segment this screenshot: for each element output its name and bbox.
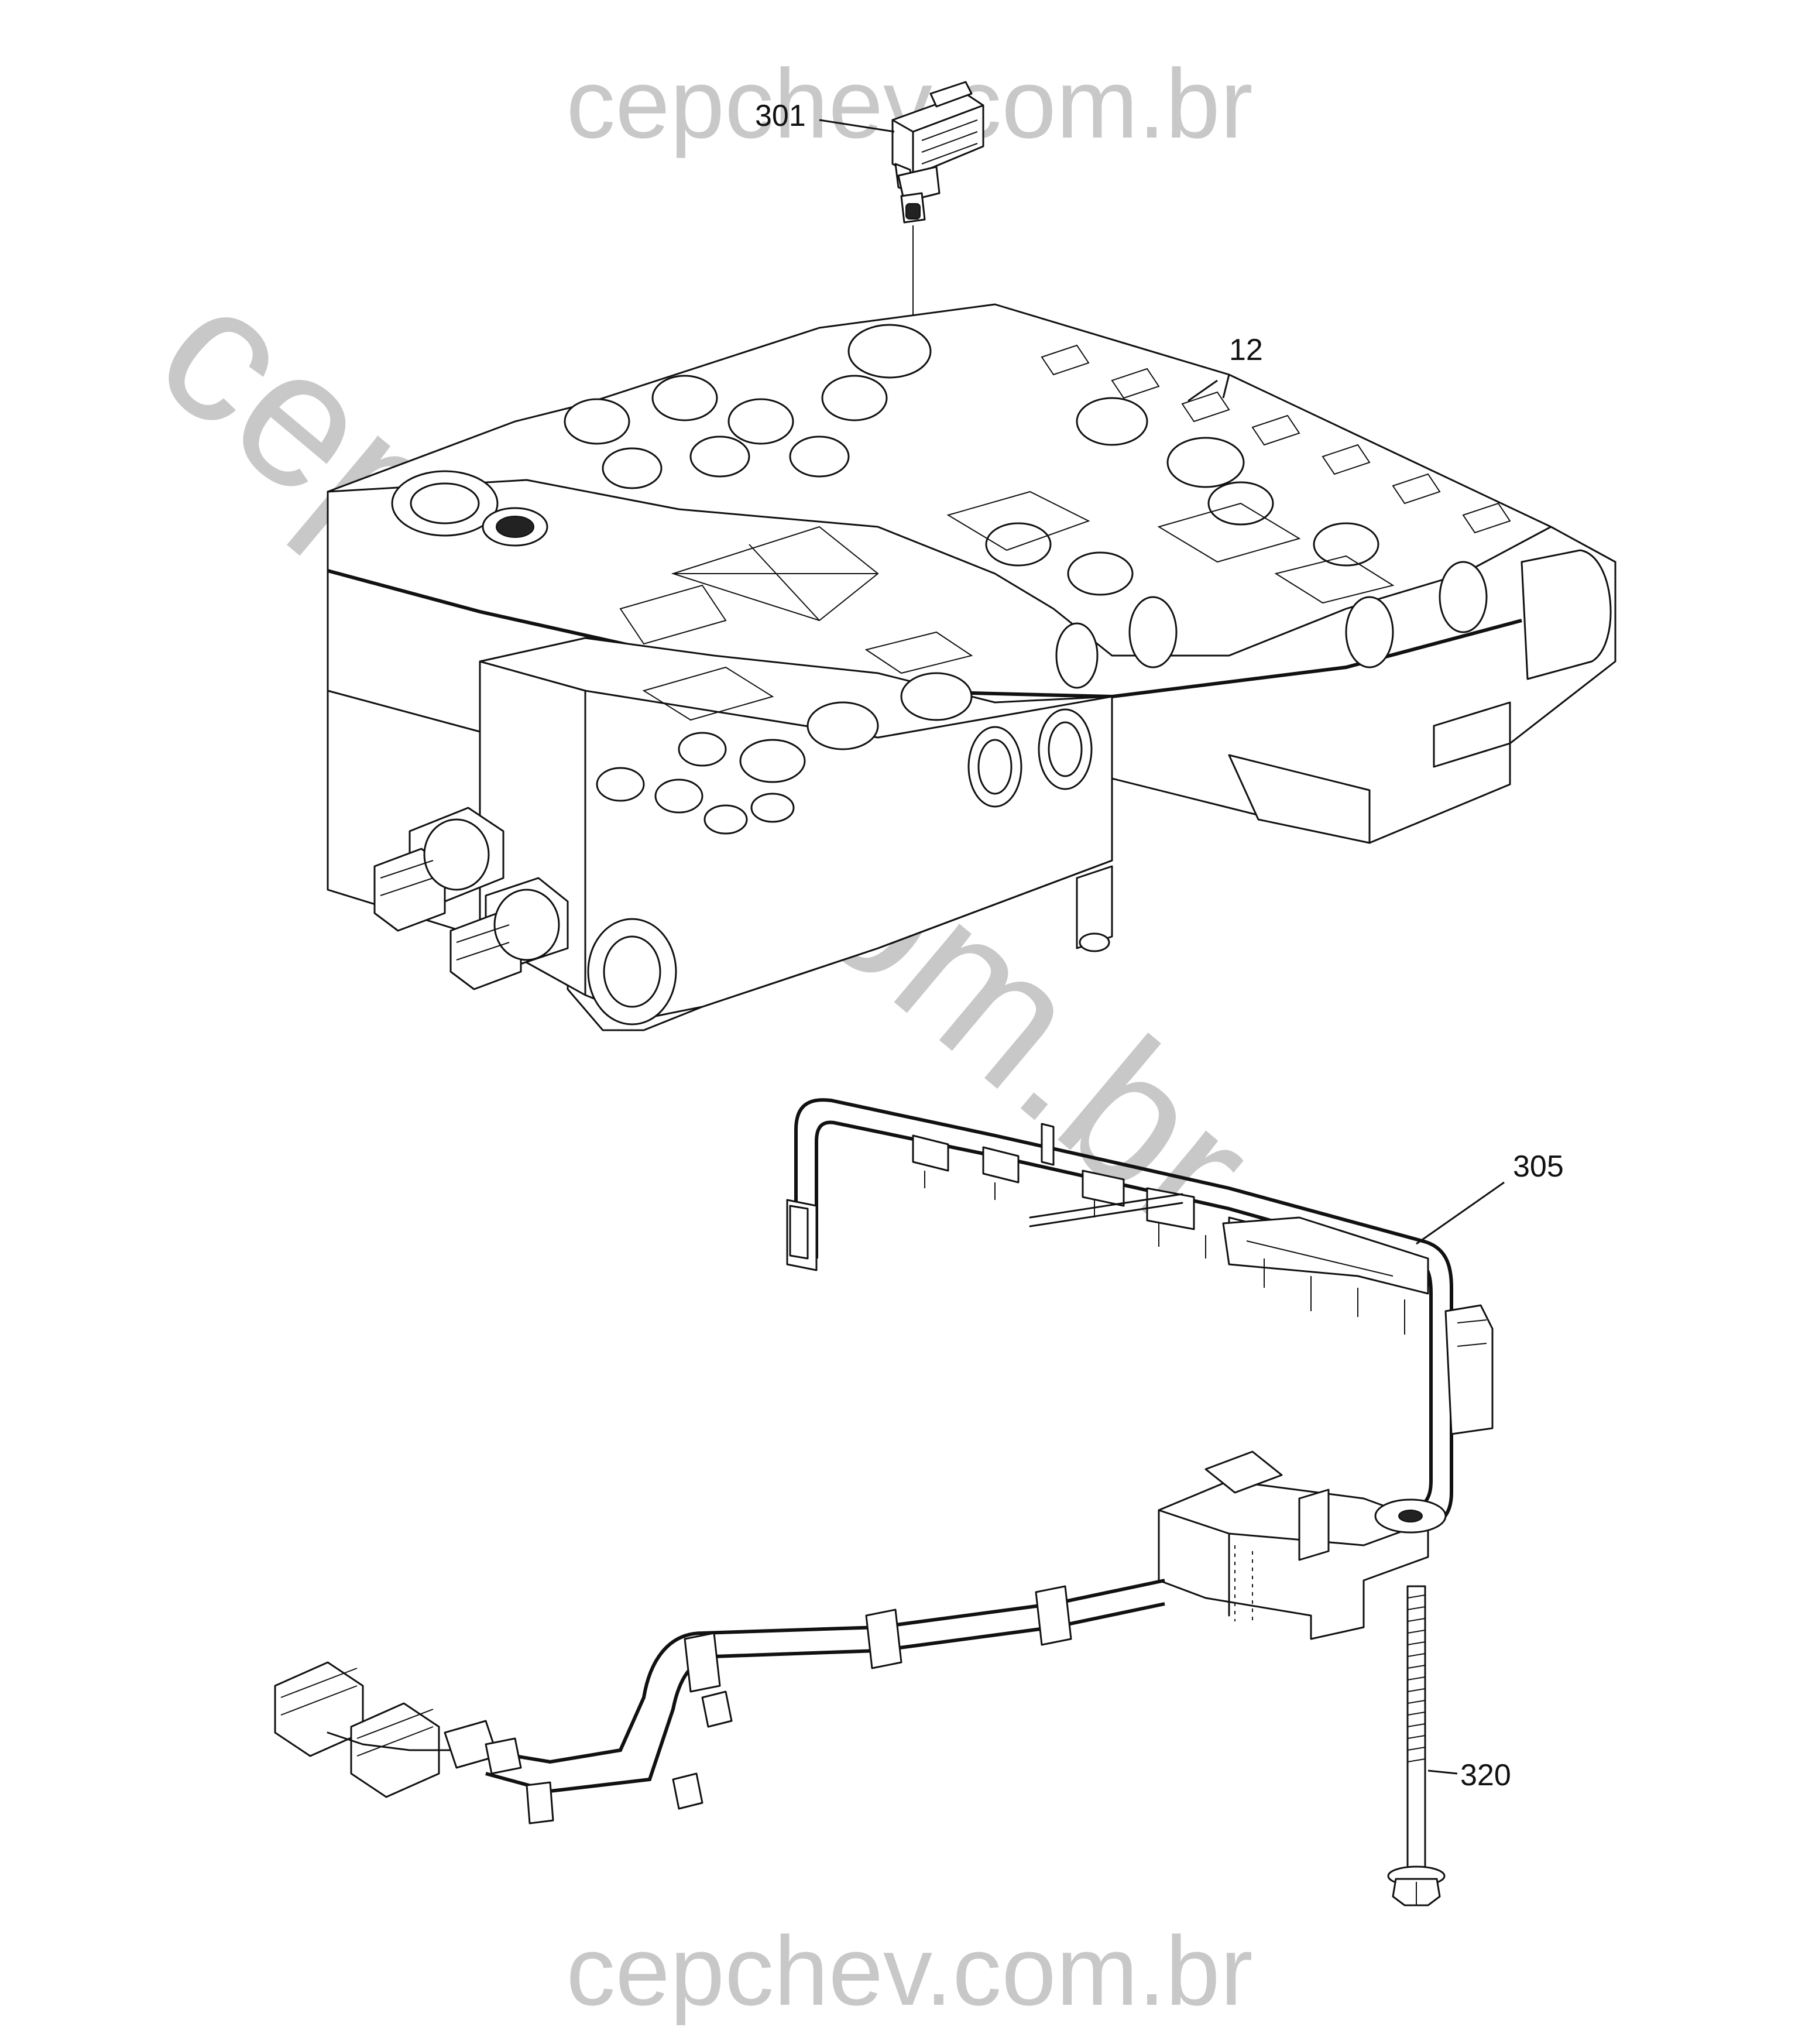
leader-320	[1427, 1769, 1458, 1775]
valve-body-12	[327, 303, 1616, 1031]
callout-12: 12	[1229, 333, 1263, 367]
callout-305: 305	[1513, 1150, 1564, 1184]
bolt-320	[1387, 1585, 1446, 1906]
sensor-301	[891, 81, 984, 644]
leader-12-b	[1188, 379, 1218, 402]
callout-301: 301	[755, 99, 806, 133]
leader-12	[1222, 374, 1230, 399]
leader-305	[1416, 1181, 1505, 1245]
wiring-harness-305	[274, 1098, 1494, 1824]
valve-spools	[564, 324, 1379, 835]
callout-320: 320	[1460, 1758, 1511, 1792]
solenoid-connectors	[373, 807, 569, 990]
leader-301	[819, 119, 895, 133]
watermark-bottom: cepchev.com.br	[566, 1916, 1252, 2026]
